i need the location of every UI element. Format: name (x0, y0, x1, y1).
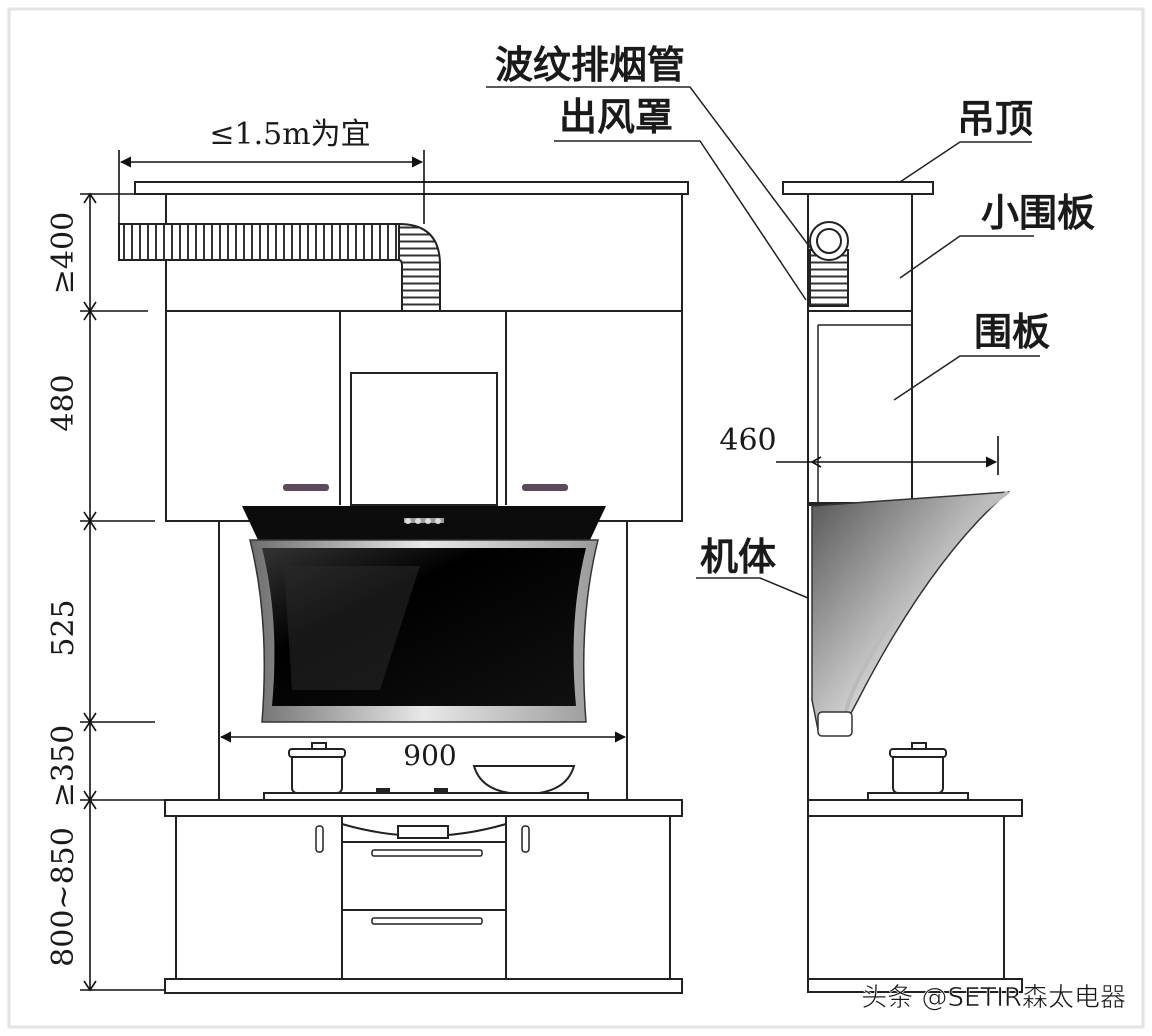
ceiling-slab (134, 181, 689, 195)
top-height-dimension: ≥400 (46, 212, 81, 294)
depth-dimension: 460 (719, 423, 776, 458)
hood-width-dimension: 900 (403, 739, 456, 772)
front-view (118, 181, 689, 994)
outlet-hood-label: 出风罩 (559, 95, 673, 139)
corrugated-duct-label: 波纹排烟管 (495, 43, 685, 87)
stove-gap-dimension: ≥350 (46, 725, 81, 807)
body-label: 机体 (700, 535, 776, 579)
hood-chimney-panel (350, 372, 498, 506)
cabinet-height-dimension: 480 (46, 374, 81, 431)
side-ceiling (782, 181, 934, 195)
panel-label: 围板 (974, 310, 1050, 354)
counter-height-dimension: 800~850 (46, 827, 81, 967)
small-panel-label: 小围板 (981, 191, 1095, 235)
ceiling-label: 吊顶 (957, 97, 1033, 141)
cabinet-handle-left (283, 484, 329, 491)
side-countertop (807, 799, 1023, 817)
leader-lines (486, 86, 1040, 599)
countertop (164, 799, 683, 817)
corrugated-duct (118, 223, 400, 261)
duct-length-dimension: ≤1.5m为宜 (209, 117, 370, 152)
cabinet-handle-right (522, 484, 568, 491)
range-hood-front (242, 506, 606, 723)
watermark: 头条 @SETIR森太电器 (861, 983, 1126, 1013)
hood-height-dimension: 525 (46, 599, 81, 656)
dimension-lines (80, 150, 627, 992)
depth-dimension-line (776, 436, 999, 475)
side-view (782, 181, 1023, 993)
